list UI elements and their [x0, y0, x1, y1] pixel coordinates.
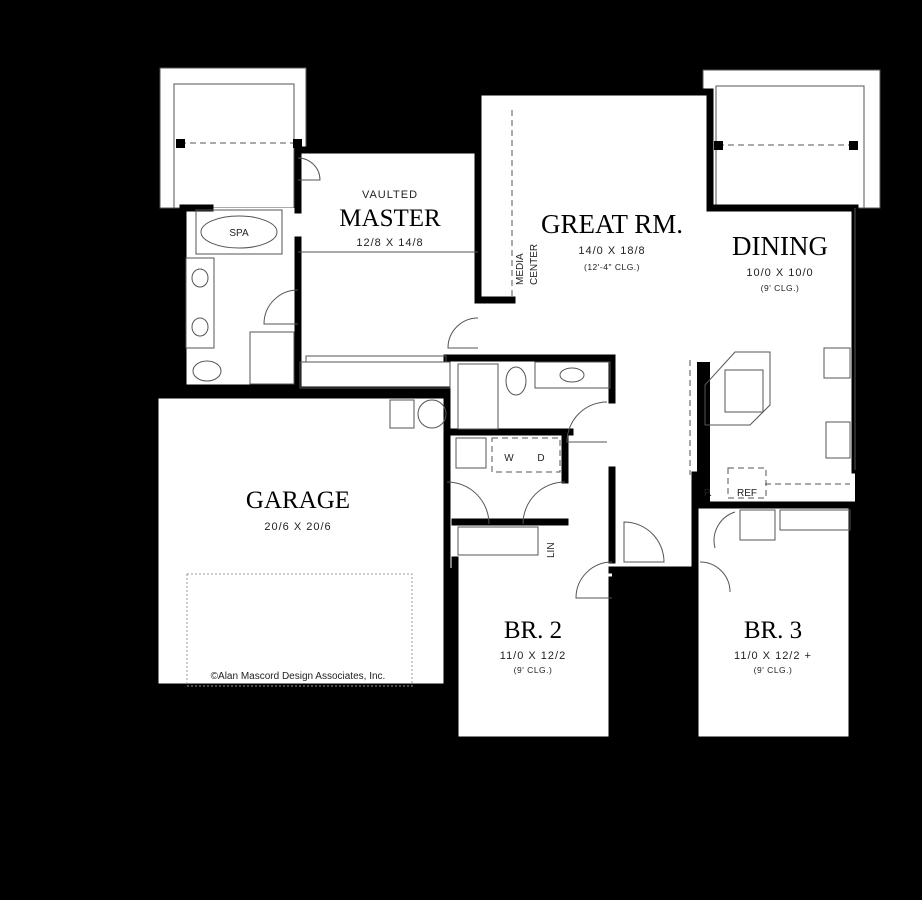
- media-line1: MEDIA: [515, 253, 526, 285]
- br3-size: 11/0 X 12/2 +: [734, 650, 812, 662]
- great-room-title: GREAT RM.: [541, 209, 683, 239]
- dryer-label: D: [537, 453, 544, 464]
- window-markers: [305, 355, 447, 363]
- dining-ceiling: (9' CLG.): [761, 283, 800, 293]
- garage-size: 20/6 X 20/6: [264, 521, 331, 533]
- floor-area: [155, 92, 855, 740]
- great-room-size: 14/0 X 18/8: [578, 245, 645, 257]
- br3-ceiling: (9' CLG.): [754, 665, 793, 675]
- walls: [151, 88, 859, 744]
- washer-label: W: [504, 453, 514, 464]
- master-prefix: VAULTED: [362, 189, 418, 201]
- br2-ceiling: (9' CLG.): [514, 665, 553, 675]
- doors: [263, 157, 736, 599]
- master-title: MASTER: [339, 205, 441, 232]
- right-patio: [702, 69, 881, 209]
- dining-size: 10/0 X 10/0: [746, 267, 813, 279]
- br2-title: BR. 2: [504, 617, 562, 644]
- great-room-ceiling: (12'-4" CLG.): [584, 262, 640, 272]
- garage-title: GARAGE: [246, 487, 350, 514]
- br2-size: 11/0 X 12/2: [500, 650, 566, 662]
- copyright: ©Alan Mascord Design Associates, Inc.: [211, 671, 386, 682]
- master-size: 12/8 X 14/8: [356, 237, 423, 249]
- spa-label: SPA: [229, 228, 249, 239]
- linen-label: LIN: [546, 542, 557, 558]
- ref-label: REF: [737, 488, 757, 499]
- pantry-label: P.: [704, 488, 712, 499]
- br3-title: BR. 3: [744, 617, 802, 644]
- left-patio: [159, 67, 307, 209]
- dining-title: DINING: [732, 231, 828, 261]
- media-line2: CENTER: [529, 244, 540, 285]
